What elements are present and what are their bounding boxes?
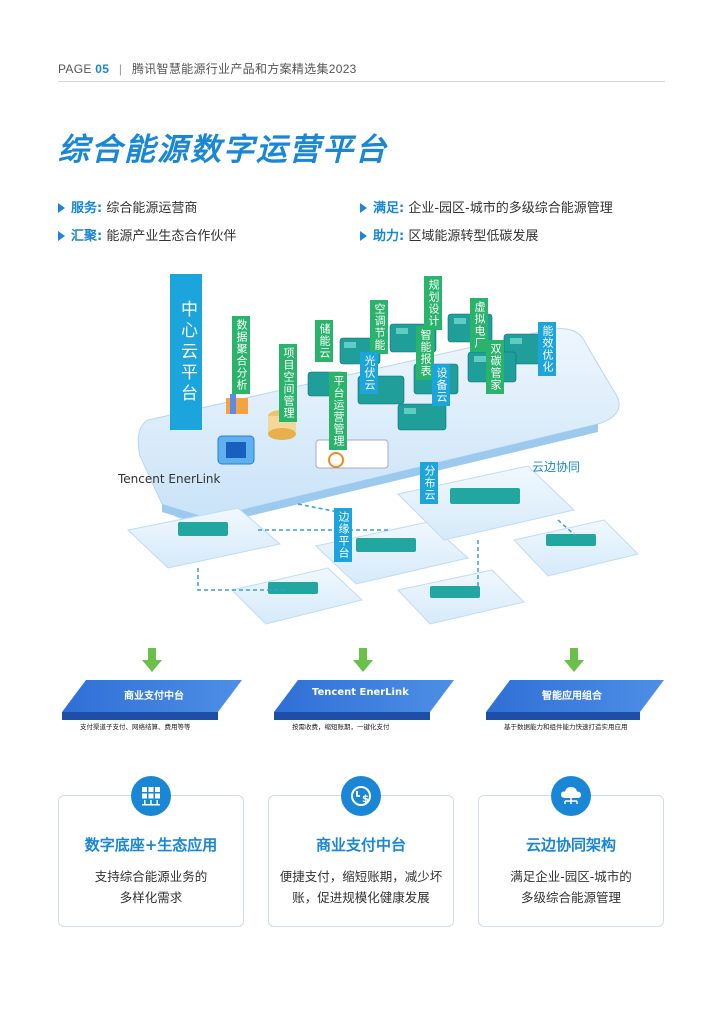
feature-bullets: 服务: 综合能源运营商 汇聚: 能源产业生态合作伙伴 满足: 企业-园区-城市的… (58, 197, 668, 251)
header-separator: | (118, 62, 123, 76)
platform-caption-payment: 支付渠道子支付、网络结算、费用等等 (78, 720, 218, 732)
cylinder-icon (268, 410, 296, 440)
card-desc-line: 满足企业-园区-城市的 (510, 869, 632, 884)
bullet-assist: 助力: 区域能源转型低碳发展 (360, 225, 538, 244)
platform-bars (62, 680, 664, 720)
card-description: 便捷支付，缩短账期，减少坏 账，促进规模化健康发展 (279, 866, 443, 908)
module-smart-report: 智能报表 (416, 326, 434, 380)
card-title: 数字底座+生态应用 (84, 836, 218, 854)
bullet-gather: 汇聚: 能源产业生态合作伙伴 (58, 225, 236, 244)
bullet-key: 服务: (71, 201, 103, 216)
bullet-text: 综合能源运营商 (106, 201, 198, 216)
module-data-aggregation: 数据聚合分析 (232, 316, 250, 394)
bullet-satisfy: 满足: 企业-园区-城市的多级综合能源管理 (360, 197, 613, 216)
bullet-key: 满足: (373, 201, 405, 216)
cloud-edge-label: 云边协同 (532, 460, 581, 474)
diagram-illustration (62, 313, 664, 720)
bullet-key: 汇聚: (71, 229, 103, 244)
module-efficiency: 能效优化 (538, 322, 556, 376)
bullet-text: 区域能源转型低碳发展 (408, 229, 539, 244)
platform-name-smart-apps: 智能应用组合 (542, 691, 602, 702)
card-desc-line: 支持综合能源业务的 (94, 869, 208, 884)
page-title: 综合能源数字运营平台 (58, 132, 388, 168)
page-number: 05 (95, 62, 110, 76)
cloud-edge-icon (551, 776, 591, 816)
card-desc-line: 账，促进规模化健康发展 (292, 890, 430, 905)
module-planning: 规划设计 (424, 276, 442, 330)
card-desc-line: 多样化需求 (119, 890, 183, 905)
platform-caption-enerlink: 按需收费，缩短账期，一键化支付 (290, 720, 430, 732)
architecture-diagram: 中心云平台 数据聚合分析 项目空间管理 储能云 平台运营管理 空调节能 光伏云 … (58, 268, 668, 738)
page-header: PAGE 05 | 腾讯智慧能源行业产品和方案精选集2023 (58, 60, 665, 82)
chart-icon (226, 394, 248, 414)
grid-network-icon (131, 776, 171, 816)
card-description: 满足企业-园区-城市的 多级综合能源管理 (489, 866, 653, 908)
card-payment: 商业支付中台 便捷支付，缩短账期，减少坏 账，促进规模化健康发展 (268, 795, 454, 927)
edge-buildings (178, 488, 596, 598)
platform-name-payment: 商业支付中台 (124, 691, 184, 702)
module-pv-cloud: 光伏云 (360, 352, 378, 394)
triangle-icon (360, 203, 367, 213)
card-title: 云边协同架构 (525, 836, 616, 854)
edge-platform-label: 边缘平台 (334, 508, 352, 562)
module-virtual-plant: 虚拟电厂 (470, 298, 488, 352)
card-title: 商业支付中台 (315, 836, 406, 854)
module-ac-saving: 空调节能 (370, 300, 388, 354)
bullet-text: 企业-园区-城市的多级综合能源管理 (408, 201, 613, 216)
module-device-cloud: 设备云 (432, 364, 450, 406)
bullet-service: 服务: 综合能源运营商 (58, 197, 197, 216)
payment-clock-icon: $ (341, 776, 381, 816)
platform-caption-smart-apps: 基于数据能力和组件能力快速打造实用应用 (502, 720, 642, 732)
platform-name-enerlink: Tencent EnerLink (312, 687, 409, 698)
card-cloud-edge: 云边协同架构 满足企业-园区-城市的 多级综合能源管理 (478, 795, 664, 927)
module-platform-ops: 平台运营管理 (329, 372, 347, 450)
card-description: 支持综合能源业务的 多样化需求 (69, 866, 233, 908)
bullet-text: 能源产业生态合作伙伴 (106, 229, 237, 244)
central-cloud-label: 中心云平台 (170, 274, 202, 430)
module-storage-cloud: 储能云 (315, 320, 333, 362)
card-desc-line: 多级综合能源管理 (520, 890, 621, 905)
down-arrows (142, 648, 584, 672)
triangle-icon (58, 203, 65, 213)
brand-label: Tencent EnerLink (118, 472, 221, 486)
bullet-key: 助力: (373, 229, 405, 244)
page-label: PAGE (58, 62, 92, 76)
card-digital-base: 数字底座+生态应用 支持综合能源业务的 多样化需求 (58, 795, 244, 927)
triangle-icon (58, 231, 65, 241)
module-project-space: 项目空间管理 (279, 344, 297, 422)
collection-title: 腾讯智慧能源行业产品和方案精选集2023 (131, 62, 357, 76)
card-desc-line: 便捷支付，缩短账期，减少坏 (279, 869, 443, 884)
svg-text:$: $ (362, 794, 369, 805)
feature-cards: 数字底座+生态应用 支持综合能源业务的 多样化需求 商业支付中台 便捷支付，缩短… (58, 776, 664, 928)
monitor-card (315, 439, 389, 469)
module-carbon-steward: 双碳管家 (486, 340, 504, 394)
triangle-icon (360, 231, 367, 241)
distributed-cloud-label: 分布云 (420, 462, 438, 504)
chip-icon (217, 435, 255, 465)
